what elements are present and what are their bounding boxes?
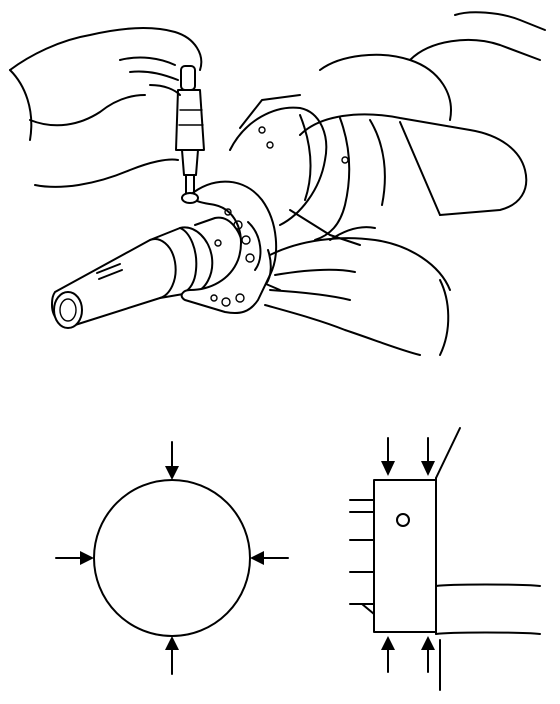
upper-hand	[9, 27, 203, 188]
shaft-end	[51, 216, 245, 329]
micrometer-icon	[175, 65, 205, 204]
journal-block	[373, 479, 437, 633]
oil-hole-icon	[396, 513, 410, 527]
arrow-right-icon	[250, 551, 289, 565]
arrow-bottom-left-icon	[381, 636, 395, 673]
cross-section-diagram	[55, 441, 289, 675]
micrometer-illustration	[9, 11, 546, 356]
arrow-top-icon	[165, 441, 179, 480]
arrow-bottom-icon	[165, 636, 179, 675]
arrow-left-icon	[55, 551, 94, 565]
lower-hand	[264, 226, 451, 356]
gauge-plate	[180, 180, 281, 315]
crankshaft	[229, 11, 546, 246]
journal-circle	[93, 479, 251, 637]
side-view-diagram	[349, 427, 541, 691]
arrow-top-right-icon	[421, 437, 435, 476]
arrow-top-left-icon	[381, 437, 395, 476]
arrow-bottom-right-icon	[421, 636, 435, 673]
